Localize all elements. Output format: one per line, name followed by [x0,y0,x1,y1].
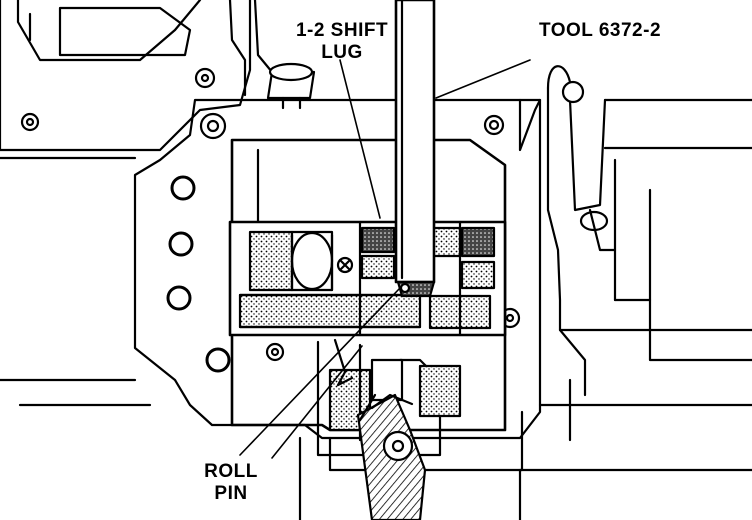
lower-linkage [316,338,462,457]
top-bolt [266,62,316,110]
roll-pin-label-line1: ROLL [204,461,258,482]
spool-assembly [228,220,507,337]
roll-pin-label: ROLL PIN [196,461,266,505]
leader-lines [239,59,531,459]
roll-pin-label-line2: PIN [214,483,248,504]
valve-cavity [230,138,507,432]
manual-lever [356,393,427,520]
shift-lug-label-line2: LUG [321,42,363,63]
upper-left-casting [0,0,274,152]
right-housing [518,65,752,520]
shift-lug-label-line1: 1-2 SHIFT [295,20,389,41]
shift-lug-label: 1-2 SHIFT LUG [282,20,402,64]
tool-rod [394,0,436,298]
tool-label: TOOL 6372-2 [538,20,662,41]
